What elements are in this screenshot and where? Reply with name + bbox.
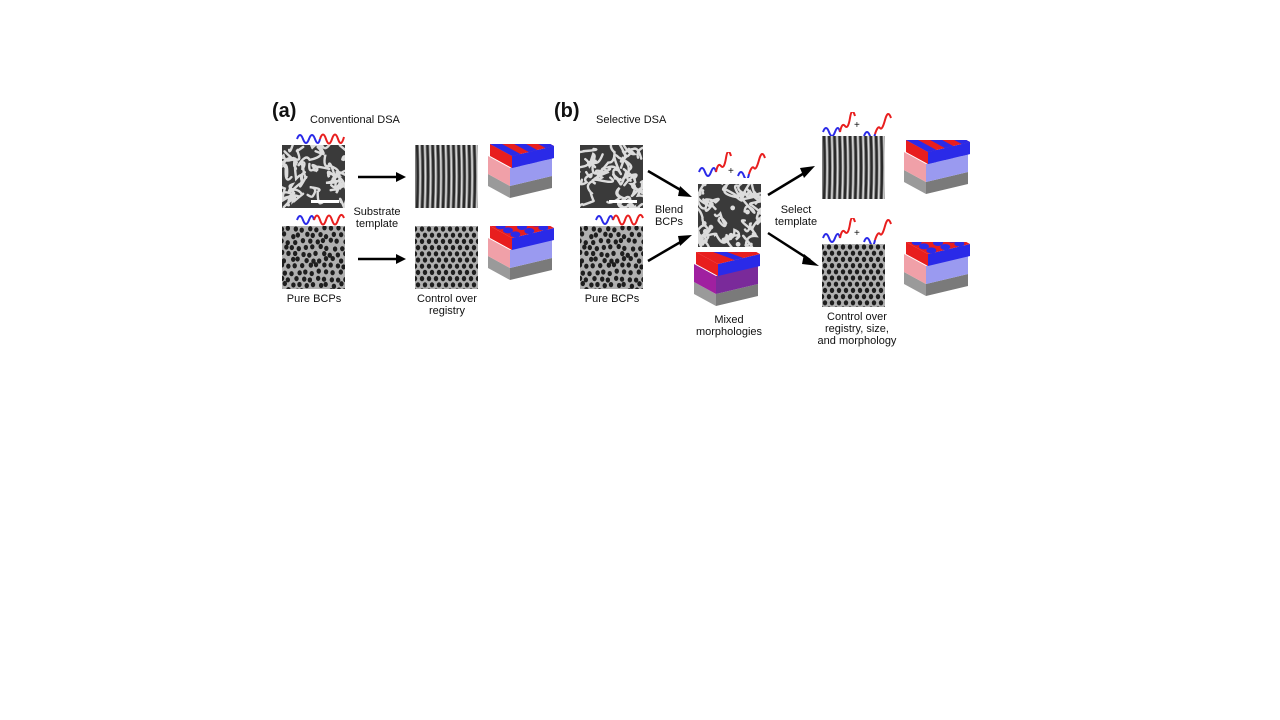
control-registry-size-morphology-label: Control over registry, size, and morphol… — [817, 311, 897, 347]
plus-blend: + — [728, 166, 734, 177]
block-cylinders-b — [904, 242, 970, 296]
panel-b-title: Selective DSA — [596, 114, 667, 126]
plus-select-bottom: + — [854, 228, 860, 239]
block-mixed-morphologies — [694, 252, 760, 306]
chain-blue-red-b1 — [595, 214, 644, 226]
plus-select-top: + — [854, 120, 860, 131]
pure-bcps-label-a: Pure BCPs — [286, 293, 342, 305]
chain-blue-red-a2 — [296, 214, 345, 226]
sem-lines-b — [822, 136, 885, 199]
sem-fingerprint-a — [282, 145, 345, 208]
select-template-label: Select template — [774, 204, 818, 228]
sem-hex-dots-b — [822, 244, 885, 307]
sem-mixed-blend — [698, 184, 761, 247]
sem-dots-disordered-b — [580, 226, 643, 289]
block-lamellae-a — [488, 144, 554, 198]
arrow-b-blend-top — [647, 169, 692, 197]
sem-hex-dots-a — [415, 226, 478, 289]
mixed-morphologies-label: Mixed morphologies — [695, 314, 763, 338]
arrow-b-select-top — [767, 166, 815, 197]
arrow-b-blend-bottom — [647, 235, 692, 263]
blend-bcps-label: Blend BCPs — [654, 204, 684, 228]
panel-a-title: Conventional DSA — [310, 114, 400, 126]
panel-b-letter: (b) — [554, 100, 580, 122]
control-registry-label-a: Control over registry — [417, 293, 477, 317]
chain-blend-top — [698, 152, 766, 178]
sem-lines-a — [415, 145, 478, 208]
chain-blue-red-a1 — [296, 133, 345, 145]
chain-select-bottom — [822, 218, 892, 244]
sem-fingerprint-b — [580, 145, 643, 208]
arrow-b-select-bottom — [767, 231, 819, 266]
arrow-a-bottom — [358, 254, 406, 264]
block-cylinders-a — [488, 226, 554, 280]
panel-a-letter: (a) — [272, 100, 297, 122]
substrate-template-label: Substrate template — [353, 206, 401, 230]
block-lamellae-b — [904, 140, 970, 194]
pure-bcps-label-b: Pure BCPs — [584, 293, 640, 305]
sem-dots-disordered-a — [282, 226, 345, 289]
arrow-a-top — [358, 172, 406, 182]
